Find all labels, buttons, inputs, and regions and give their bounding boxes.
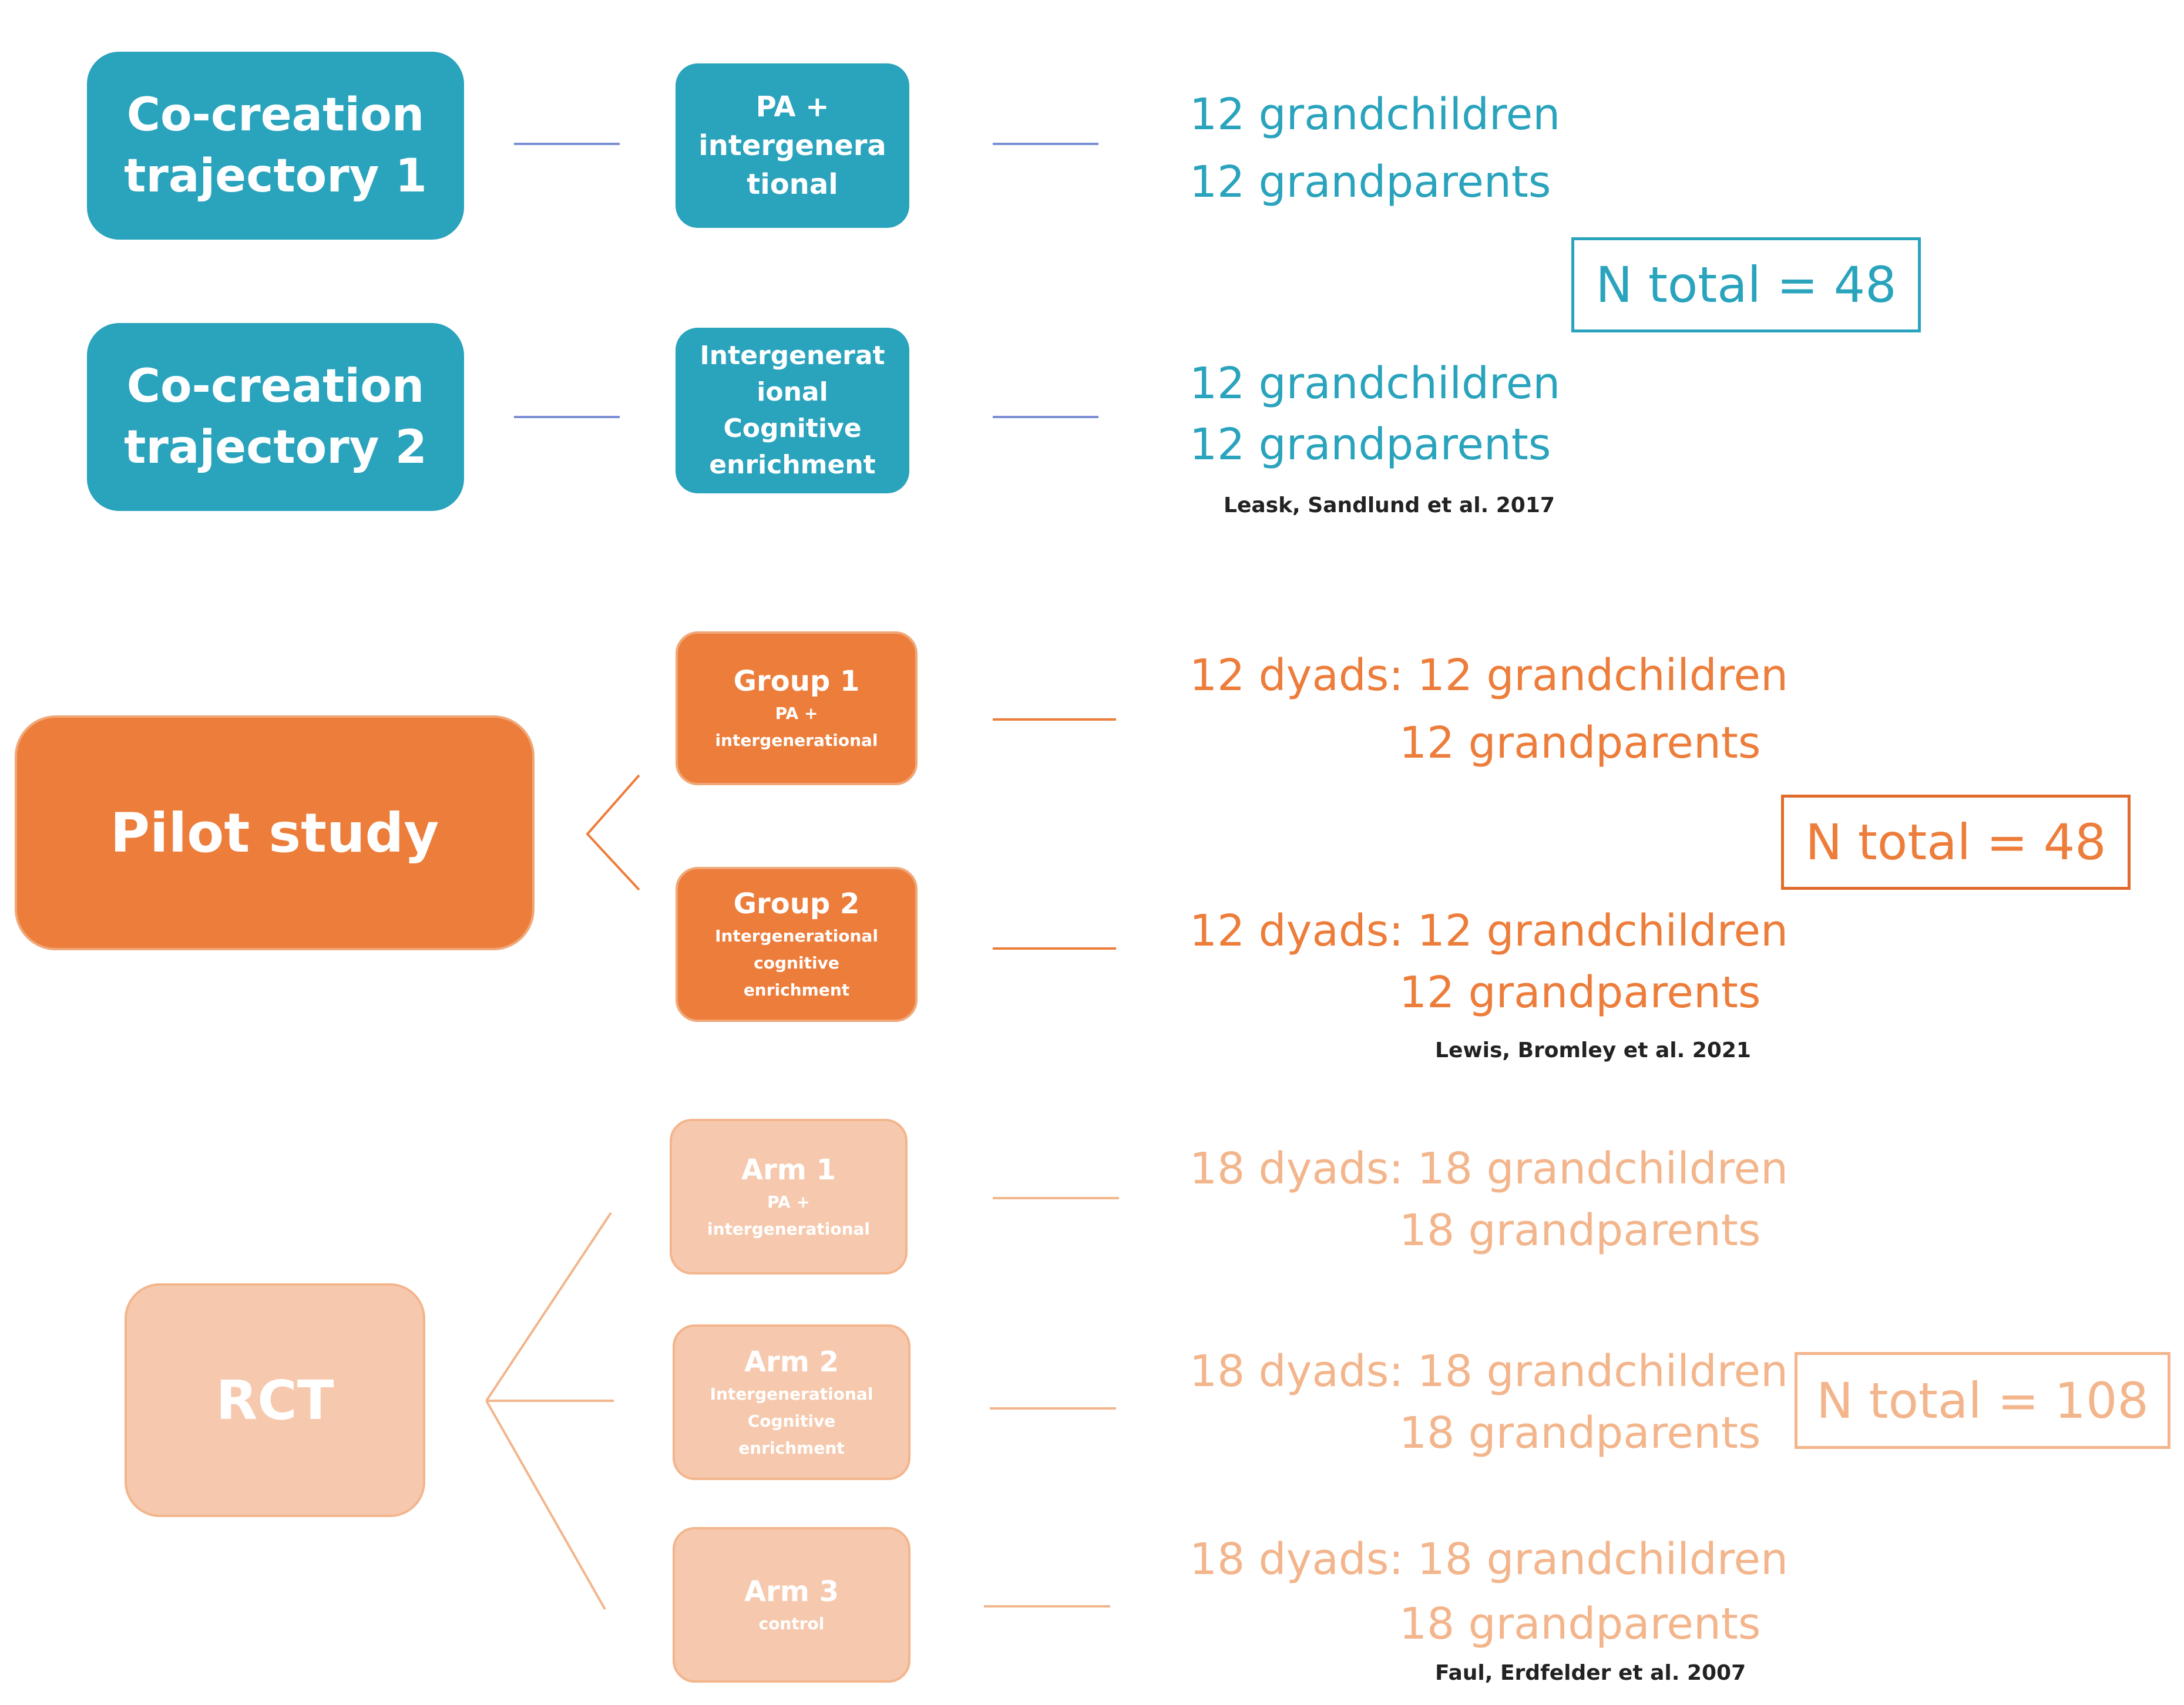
group-2-sub2: cognitive <box>754 953 839 973</box>
connector-pilot-branch <box>586 774 640 891</box>
pilot-study-box: Pilot study <box>15 715 535 950</box>
rct-row-3-line2: 18 grandparents <box>1399 1599 1761 1649</box>
cocreation-arm-1-box: PA + intergenera tional <box>676 63 909 228</box>
pilot-row-2-line1: 12 dyads: 12 grandchildren <box>1190 906 1788 956</box>
arm-1-line2: intergenera <box>698 129 886 162</box>
arm-1-line3: tional <box>747 168 838 201</box>
cocreation-citation: Leask, Sandlund et al. 2017 <box>1224 493 1555 517</box>
connector-rct-arm1 <box>485 1212 612 1402</box>
rct-n-total: N total = 108 <box>1795 1352 2170 1449</box>
rct-arm-2-sub2: Cognitive <box>747 1411 836 1431</box>
trajectory-1-line1: Co-creation <box>126 89 425 142</box>
trajectory-2-line2: trajectory 2 <box>124 421 427 474</box>
connector-rct-arm3 <box>485 1400 606 1610</box>
group-1-sub2: intergenerational <box>715 731 878 750</box>
group-2-sub3: enrichment <box>743 980 850 1000</box>
cocreation-arm-2-box: Intergenerat ional Cognitive enrichment <box>676 328 909 493</box>
rct-title: RCT <box>216 1368 334 1432</box>
pilot-row-1-line2: 12 grandparents <box>1399 718 1761 768</box>
rct-arm-1-sub2: intergenerational <box>707 1219 871 1239</box>
pilot-group-2-box: Group 2 Intergenerational cognitive enri… <box>676 867 918 1022</box>
rct-arm-2-box: Arm 2 Intergenerational Cognitive enrich… <box>673 1324 910 1480</box>
group-2-sub1: Intergenerational <box>715 926 878 946</box>
rct-row-3-line1: 18 dyads: 18 grandchildren <box>1190 1534 1788 1585</box>
rct-row-1-line2: 18 grandparents <box>1399 1205 1761 1256</box>
pilot-group-1-box: Group 1 PA + intergenerational <box>676 631 918 785</box>
rct-arm-1-box: Arm 1 PA + intergenerational <box>670 1119 908 1274</box>
pilot-n-total: N total = 48 <box>1781 795 2131 890</box>
group-2-title: Group 2 <box>733 887 860 920</box>
group-1-title: Group 1 <box>733 665 860 698</box>
arm-2-line1: Intergenerat <box>700 341 885 371</box>
cocreation-group-1-line1: 12 grandchildren <box>1190 89 1561 140</box>
pilot-row-1-line1: 12 dyads: 12 grandchildren <box>1190 650 1788 701</box>
arm-2-line2: ional <box>757 377 828 407</box>
rct-row-2-line2: 18 grandparents <box>1399 1408 1761 1458</box>
pilot-study-title: Pilot study <box>110 801 439 865</box>
arm-3-title: Arm 3 <box>744 1575 839 1608</box>
cocreation-group-2-line1: 12 grandchildren <box>1190 358 1561 409</box>
rct-citation: Faul, Erdfelder et al. 2007 <box>1435 1661 1746 1685</box>
pilot-citation: Lewis, Bromley et al. 2021 <box>1435 1038 1751 1062</box>
group-1-sub1: PA + <box>775 704 818 723</box>
rct-row-2-line1: 18 dyads: 18 grandchildren <box>1190 1346 1788 1397</box>
rct-arm-3-box: Arm 3 control <box>673 1527 910 1683</box>
cocreation-group-1-line2: 12 grandparents <box>1190 157 1551 207</box>
cocreation-trajectory-1-box: Co-creation trajectory 1 <box>87 52 464 240</box>
arm-2-line3: Cognitive <box>723 413 862 443</box>
rct-arm-2-sub3: enrichment <box>738 1438 845 1458</box>
rct-box: RCT <box>125 1283 425 1517</box>
arm-2-title: Arm 2 <box>744 1345 839 1378</box>
rct-row-1-line1: 18 dyads: 18 grandchildren <box>1190 1144 1788 1194</box>
cocreation-group-2-line2: 12 grandparents <box>1190 419 1551 470</box>
trajectory-2-line1: Co-creation <box>126 360 425 413</box>
pilot-row-2-line2: 12 grandparents <box>1399 967 1761 1018</box>
arm-1-title: Arm 1 <box>741 1153 836 1186</box>
trajectory-1-line2: trajectory 1 <box>124 150 427 203</box>
arm-2-line4: enrichment <box>709 450 876 480</box>
cocreation-n-total: N total = 48 <box>1571 237 1921 332</box>
rct-arm-3-sub1: control <box>758 1613 825 1633</box>
arm-1-line1: PA + <box>755 90 829 123</box>
rct-arm-1-sub1: PA + <box>767 1192 810 1212</box>
rct-arm-2-sub1: Intergenerational <box>710 1384 873 1404</box>
cocreation-trajectory-2-box: Co-creation trajectory 2 <box>87 323 464 511</box>
